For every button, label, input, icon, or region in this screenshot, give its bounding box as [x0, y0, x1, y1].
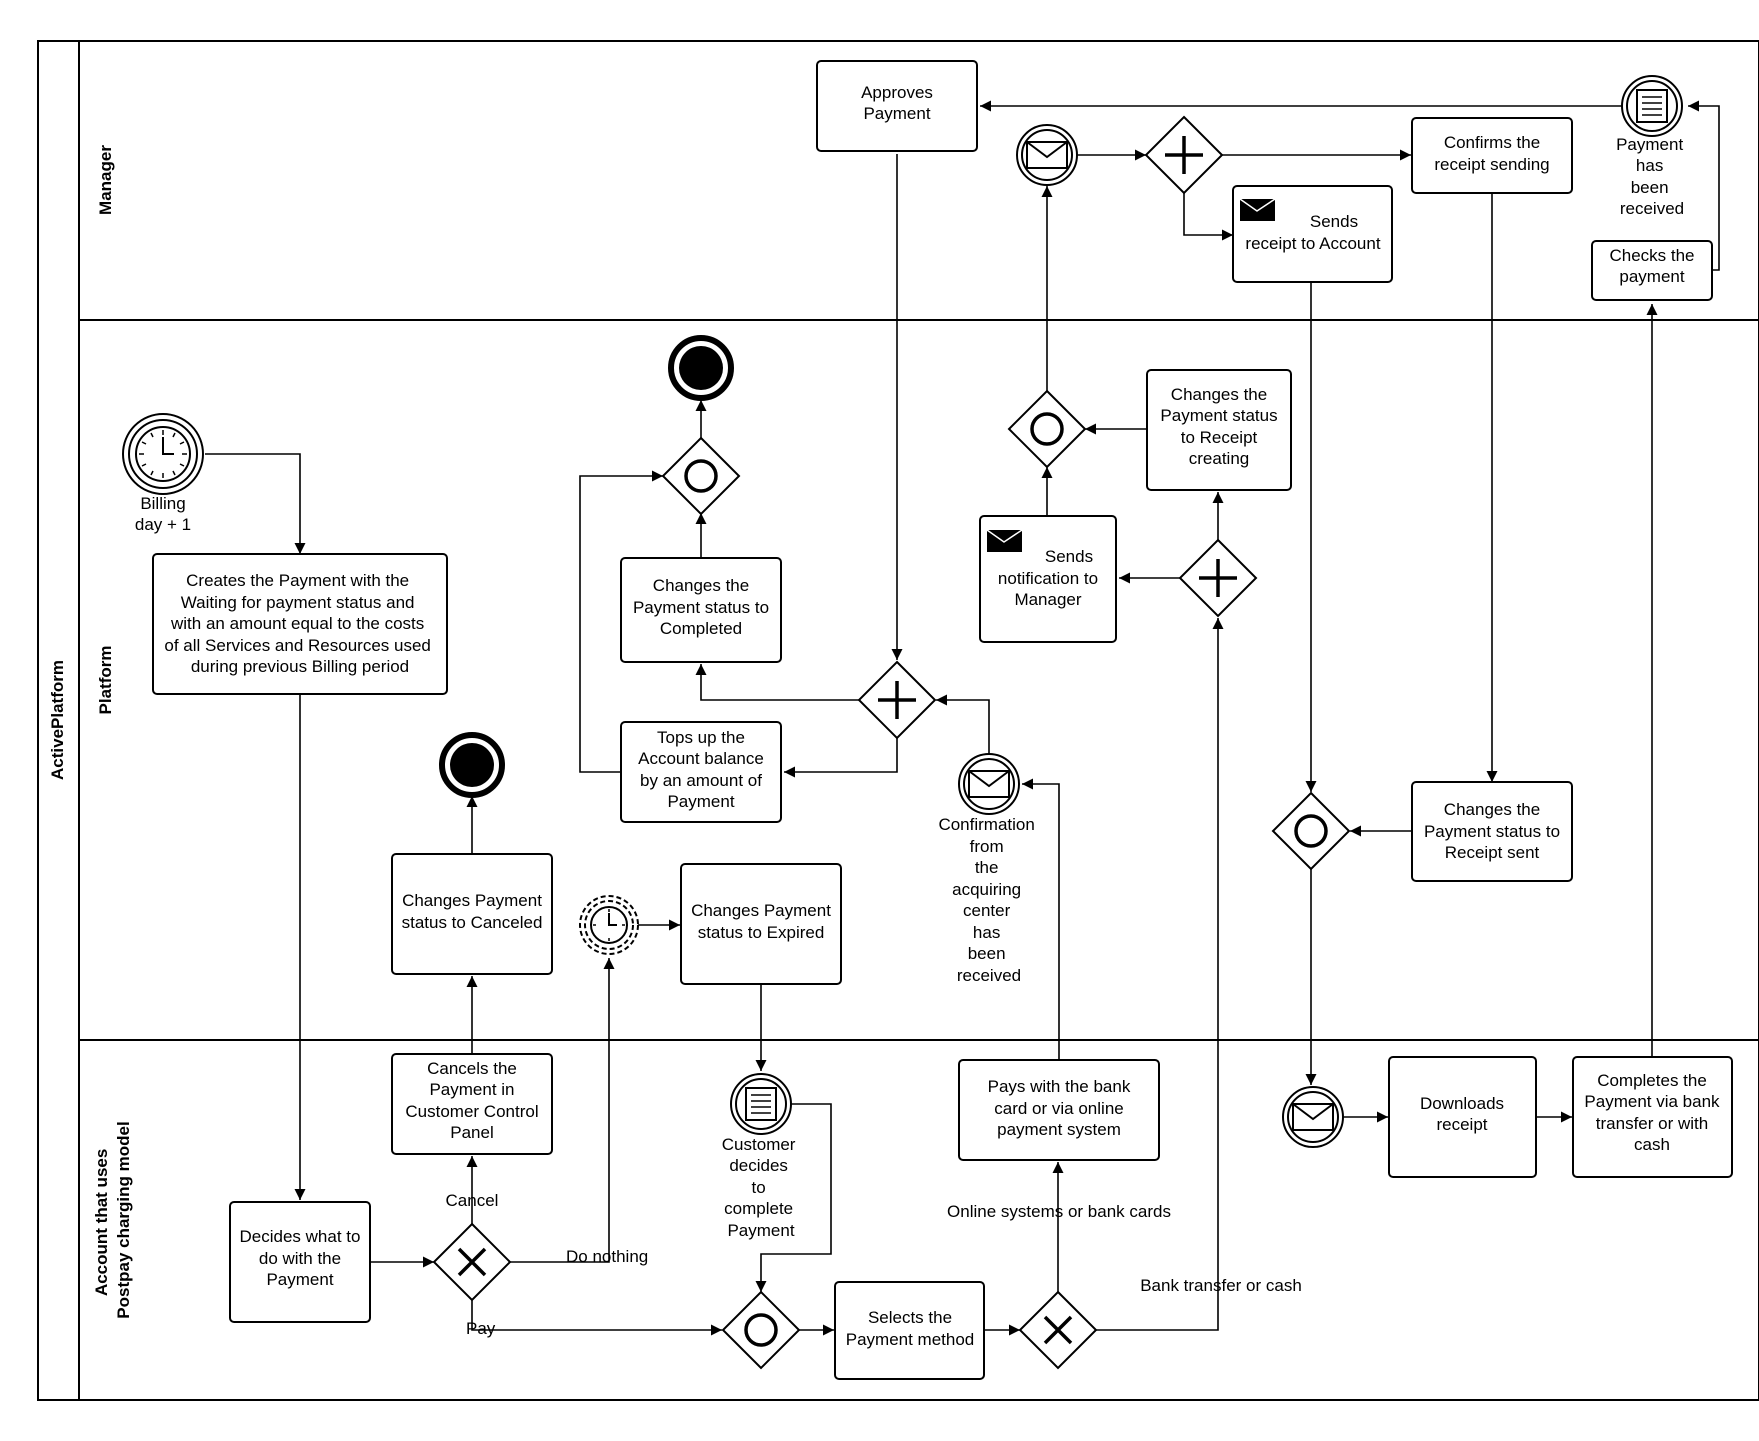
task-creates-the-payment[interactable]: Creates the Payment with the Waiting for…: [152, 553, 448, 695]
gateway-parallel-approve: [857, 660, 937, 740]
flow-labels: Cancel Do nothing Pay Online systems or …: [446, 1191, 1302, 1338]
svg-text:Confirmation from: Confirmation from the acquiring center h…: [938, 815, 1039, 985]
document-icon: [745, 1087, 777, 1121]
lane-label-manager: Manager: [96, 145, 115, 215]
flow-label-bank: Bank transfer or cash: [1140, 1276, 1302, 1295]
end-event-complete: [668, 335, 734, 401]
gateway-parallel-notify: [1178, 538, 1258, 618]
svg-text:Creates the Payment with the: Creates the Payment with the Waiting for…: [164, 571, 435, 676]
message-event-receipt: [1282, 1086, 1344, 1148]
gateway-exclusive-method: [1018, 1290, 1098, 1370]
svg-text:Customer decides t: Customer decides to complete Payment: [722, 1135, 800, 1240]
message-event-confirmation: Confirmation from the acquiring center h…: [938, 753, 1039, 985]
gateway-exclusive-decide: [432, 1222, 512, 1302]
pool: ActivePlatform Manager Platform Account …: [37, 40, 1759, 1401]
svg-text:Payment has been: Payment has been received: [1616, 135, 1688, 218]
clock-icon: [135, 426, 191, 482]
sequence-flows: [205, 100, 1720, 1336]
envelope-icon: [1292, 1103, 1334, 1131]
lane-label-platform: Platform: [96, 646, 115, 715]
flow-label-do-nothing: Do nothing: [566, 1247, 648, 1266]
flow-label-online: Online systems or bank cards: [947, 1202, 1171, 1221]
gateway-inclusive-receipt: [1271, 791, 1351, 871]
gateway-inclusive-notify: [1007, 389, 1087, 469]
document-icon: [1636, 89, 1668, 123]
timer-intermediate-event: [579, 895, 639, 955]
conditional-event-payment-received: Payment has been received: [1616, 75, 1688, 218]
pool-label: ActivePlatform: [48, 660, 67, 780]
conditional-event-customer-decides: Customer decides to complete Payment: [722, 1073, 800, 1240]
envelope-icon: [1026, 141, 1068, 169]
message-event-manager: [1016, 124, 1078, 186]
gateway-inclusive-end: [661, 436, 741, 516]
clock-icon: [590, 906, 628, 944]
lane-label-account: Account that uses Postpay charging model: [92, 1121, 133, 1318]
envelope-icon: [968, 770, 1010, 798]
end-event-cancel: [439, 732, 505, 798]
gateway-parallel-manager: [1144, 115, 1224, 195]
gateway-inclusive-pay: [721, 1290, 801, 1370]
flow-label-cancel: Cancel: [446, 1191, 499, 1210]
flow-label-pay: Pay: [466, 1319, 496, 1338]
